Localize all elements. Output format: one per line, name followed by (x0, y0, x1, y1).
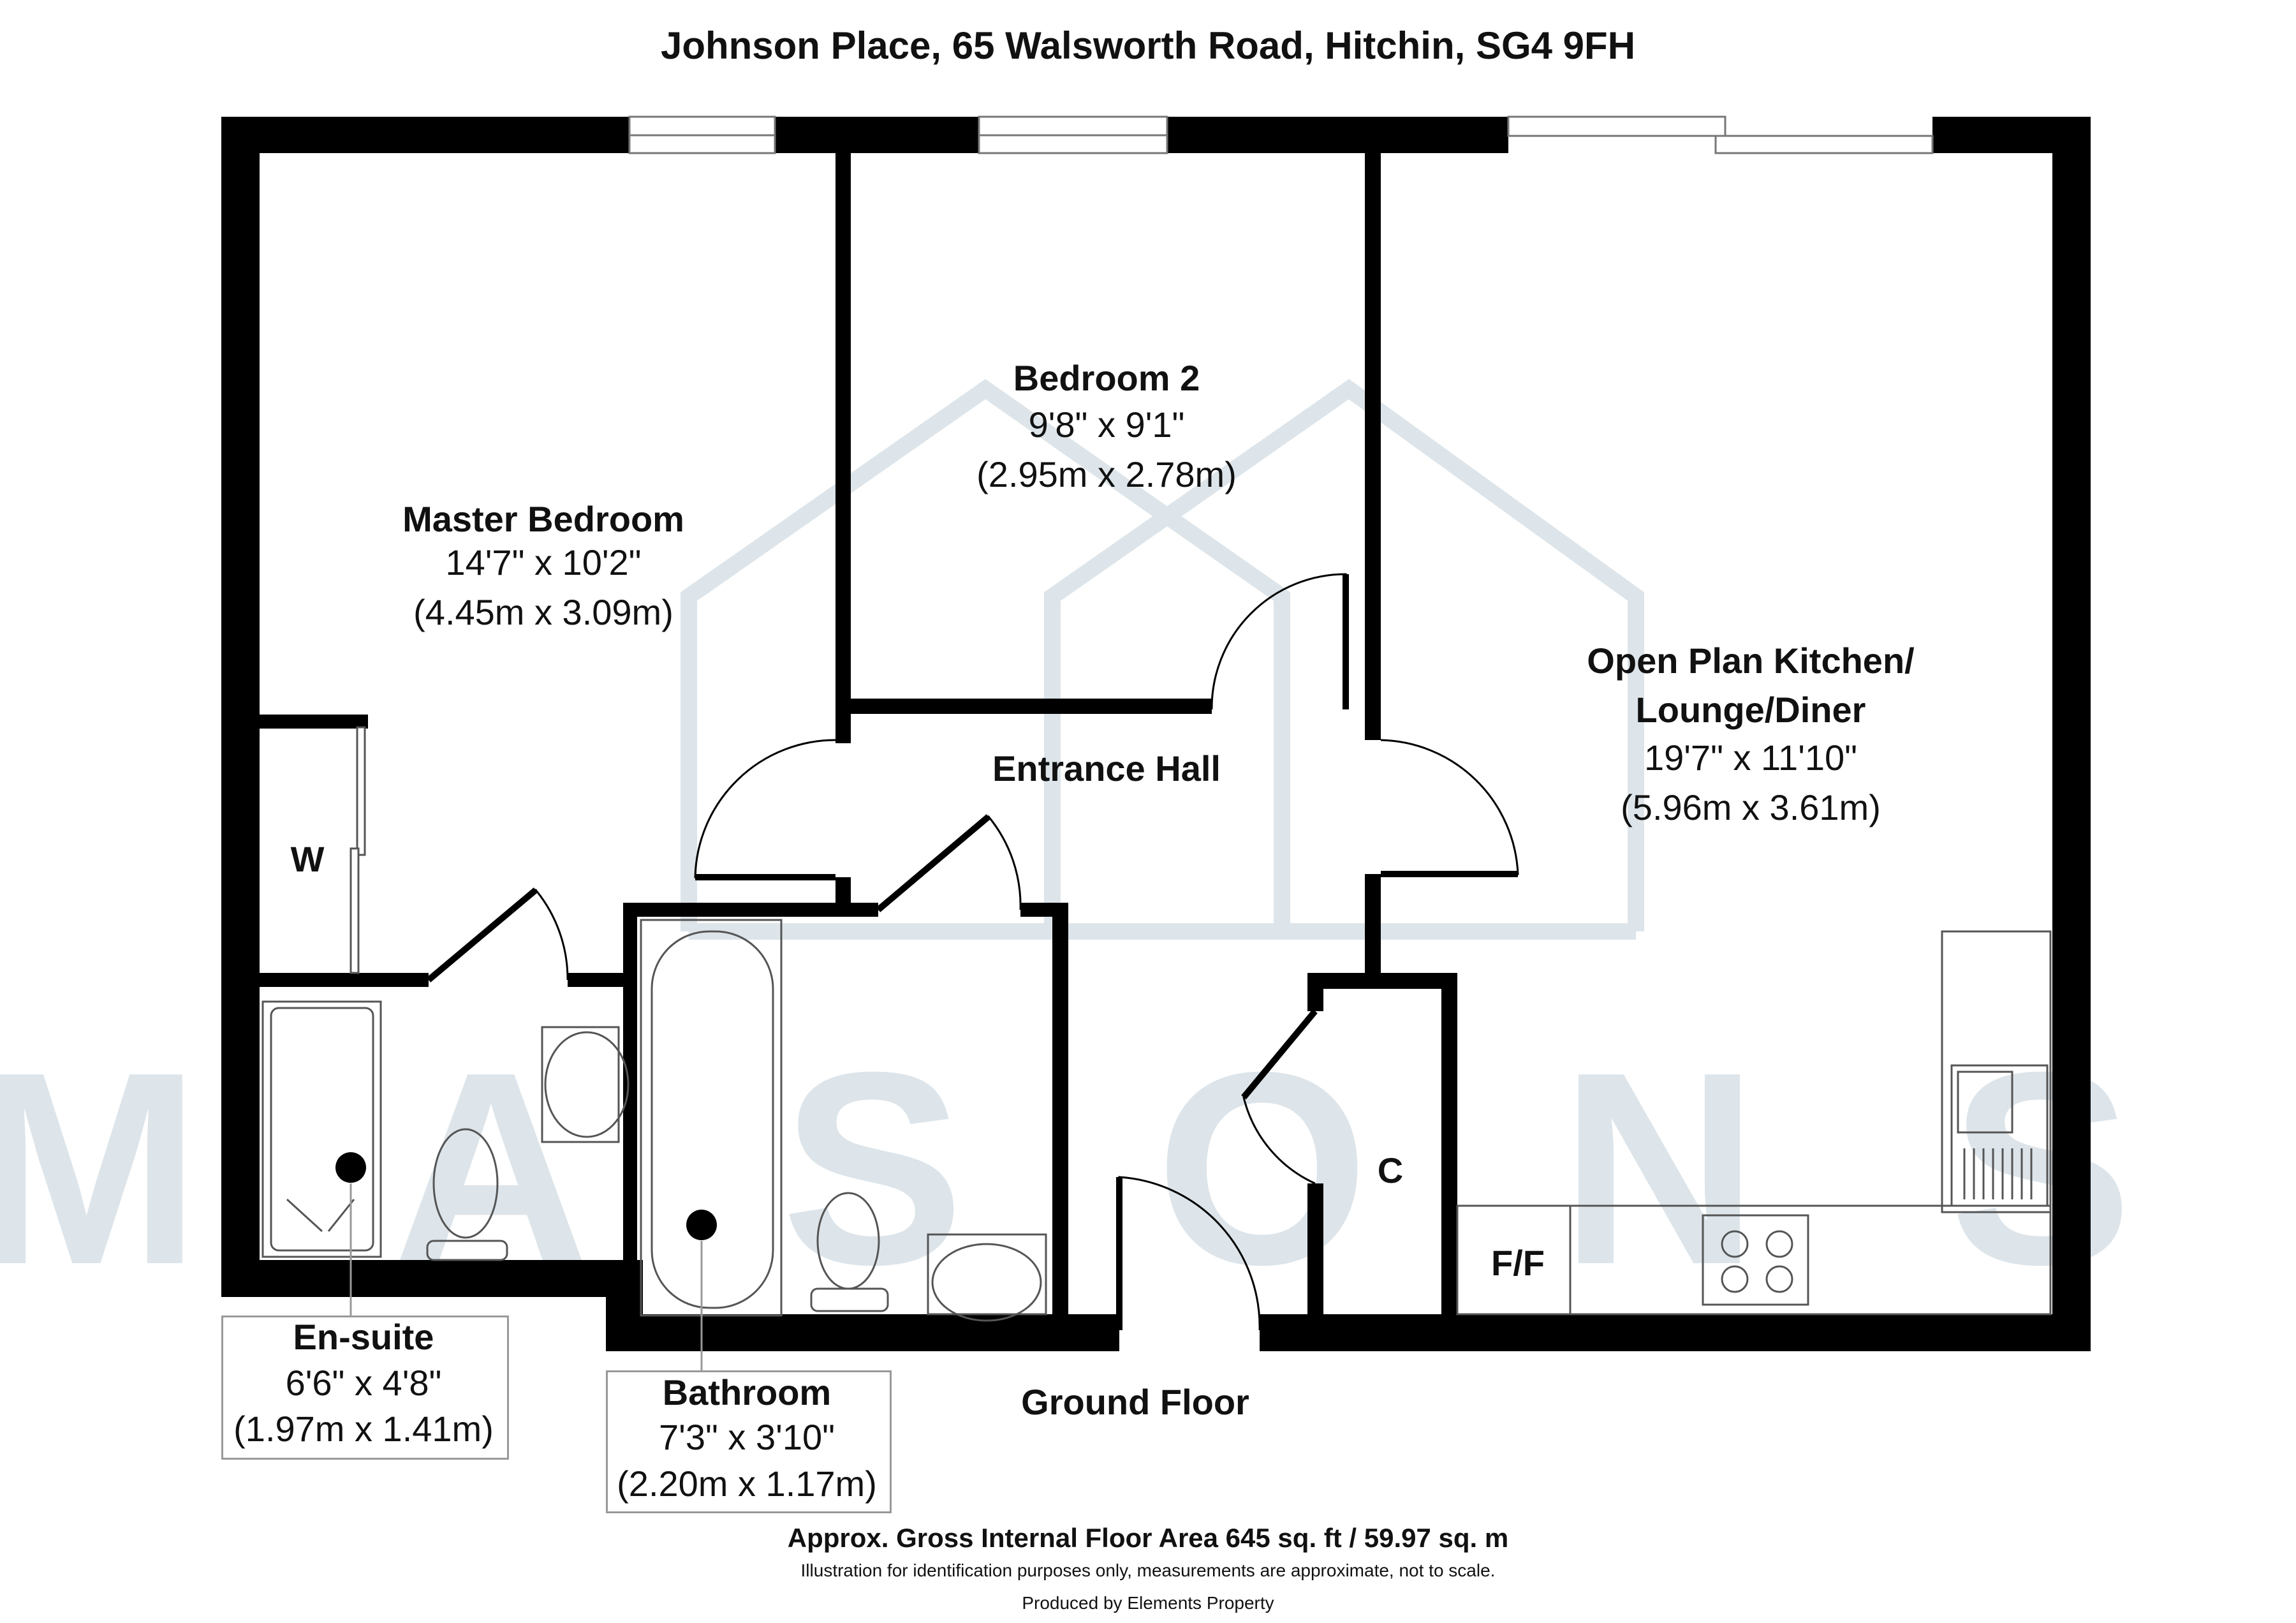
bathroom-label-box (606, 1370, 892, 1513)
fridge-freezer-label: F/F (1491, 1243, 1545, 1283)
master-bedroom-imperial: 14'7" x 10'2" (445, 542, 642, 582)
door-en-suite (428, 888, 569, 981)
bathroom-imperial: 7'3" x 3'10" (659, 1417, 835, 1457)
bathroom-top-wall-a (623, 903, 878, 917)
bottom-wall-bath (606, 1314, 1119, 1351)
floor-label: Ground Floor (1021, 1382, 1249, 1422)
en-suite-imperial: 6'6" x 4'8" (285, 1363, 442, 1403)
partition-bed2-kitchen (1365, 153, 1381, 730)
entrance-hall-name: Entrance Hall (992, 748, 1221, 789)
en-suite-metric: (1.97m x 1.41m) (233, 1409, 494, 1449)
en-suite-name: En-suite (293, 1317, 434, 1357)
en-suite-basin (541, 1026, 620, 1143)
bathroom-basin (927, 1233, 1047, 1315)
floor-area-text: Approx. Gross Internal Floor Area 645 sq… (787, 1523, 1509, 1553)
partition-master-bed2 (835, 153, 851, 743)
wardrobe-label: W (290, 839, 325, 879)
master-bedroom-metric: (4.45m x 3.09m) (413, 592, 673, 632)
cupboard-left-wall-b (1307, 1183, 1323, 1317)
kitchen-imperial: 19'7" x 11'10" (1644, 737, 1858, 778)
bathroom-name: Bathroom (662, 1372, 832, 1412)
bathroom-shower-head (686, 1210, 717, 1240)
top-wall-mid-a (775, 117, 979, 153)
window-kitchen-b (1714, 135, 1934, 154)
door-bedroom2 (1211, 573, 1347, 710)
bathroom-metric: (2.20m x 1.17m) (617, 1464, 877, 1504)
en-suite-right-top-wall (568, 973, 625, 987)
producer-text: Produced by Elements Property (1022, 1593, 1274, 1613)
kitchen-sink (1950, 1064, 2049, 1207)
door-bathroom (878, 815, 1022, 911)
windows (628, 115, 1934, 154)
bedroom2-bottom-wall (835, 699, 1212, 714)
kitchen-metric: (5.96m x 3.61m) (1621, 787, 1881, 827)
kitchen-name-line1: Open Plan Kitchen/ (1587, 641, 1915, 681)
kitchen-name-line2: Lounge/Diner (1635, 690, 1866, 730)
bottom-wall-en-suite (221, 1260, 623, 1297)
hall-right-wall (1365, 874, 1381, 982)
cupboard-top-wall (1307, 973, 1457, 989)
en-suite-toilet (432, 1128, 499, 1239)
wardrobe-top-wall (260, 715, 368, 729)
kitchen-counter-bottom (1456, 1204, 2052, 1315)
drainer (1963, 1148, 2033, 1199)
door-kitchen (1380, 739, 1519, 875)
top-wall-mid-b (1167, 117, 1508, 153)
property-address: Johnson Place, 65 Walsworth Road, Hitchi… (660, 24, 1636, 67)
master-bedroom-name: Master Bedroom (402, 499, 684, 539)
bathroom-right-wall (1052, 903, 1068, 1330)
bottom-wall-right (1260, 1314, 2091, 1351)
door-cupboard (1242, 1011, 1316, 1185)
bathroom-top-wall-b (835, 877, 851, 915)
bathroom-bath (640, 919, 783, 1317)
disclaimer-text: Illustration for identification purposes… (800, 1560, 1496, 1580)
kitchen-counter-right (1941, 930, 2052, 1213)
kitchen-hob (1702, 1214, 1809, 1306)
wardrobe-bottom-wall (260, 973, 429, 987)
bedroom2-name: Bedroom 2 (1013, 358, 1200, 398)
left-wall (221, 117, 260, 1297)
door-master (694, 739, 836, 878)
fixtures (261, 919, 2052, 1322)
door-leaves (426, 574, 1518, 1330)
cupboard-right-wall (1441, 973, 1457, 1317)
en-suite-bath (261, 1000, 382, 1258)
wardrobe-doors (350, 726, 366, 974)
walls (221, 117, 2091, 1351)
cupboard-label: C (1377, 1150, 1404, 1190)
bedroom2-imperial: 9'8" x 9'1" (1028, 404, 1185, 445)
right-wall (2052, 117, 2091, 1351)
bedroom2-metric: (2.95m x 2.78m) (976, 454, 1237, 494)
door-swings (428, 573, 1519, 1331)
window-kitchen-a (1507, 115, 1726, 137)
partition-en-suite-bath (623, 903, 637, 1289)
top-wall-left (221, 117, 629, 153)
en-suite-label-box (221, 1315, 509, 1460)
partition-kitchen-stub (1365, 721, 1381, 740)
en-suite-shower-head (335, 1152, 366, 1183)
door-front (1118, 1176, 1261, 1331)
